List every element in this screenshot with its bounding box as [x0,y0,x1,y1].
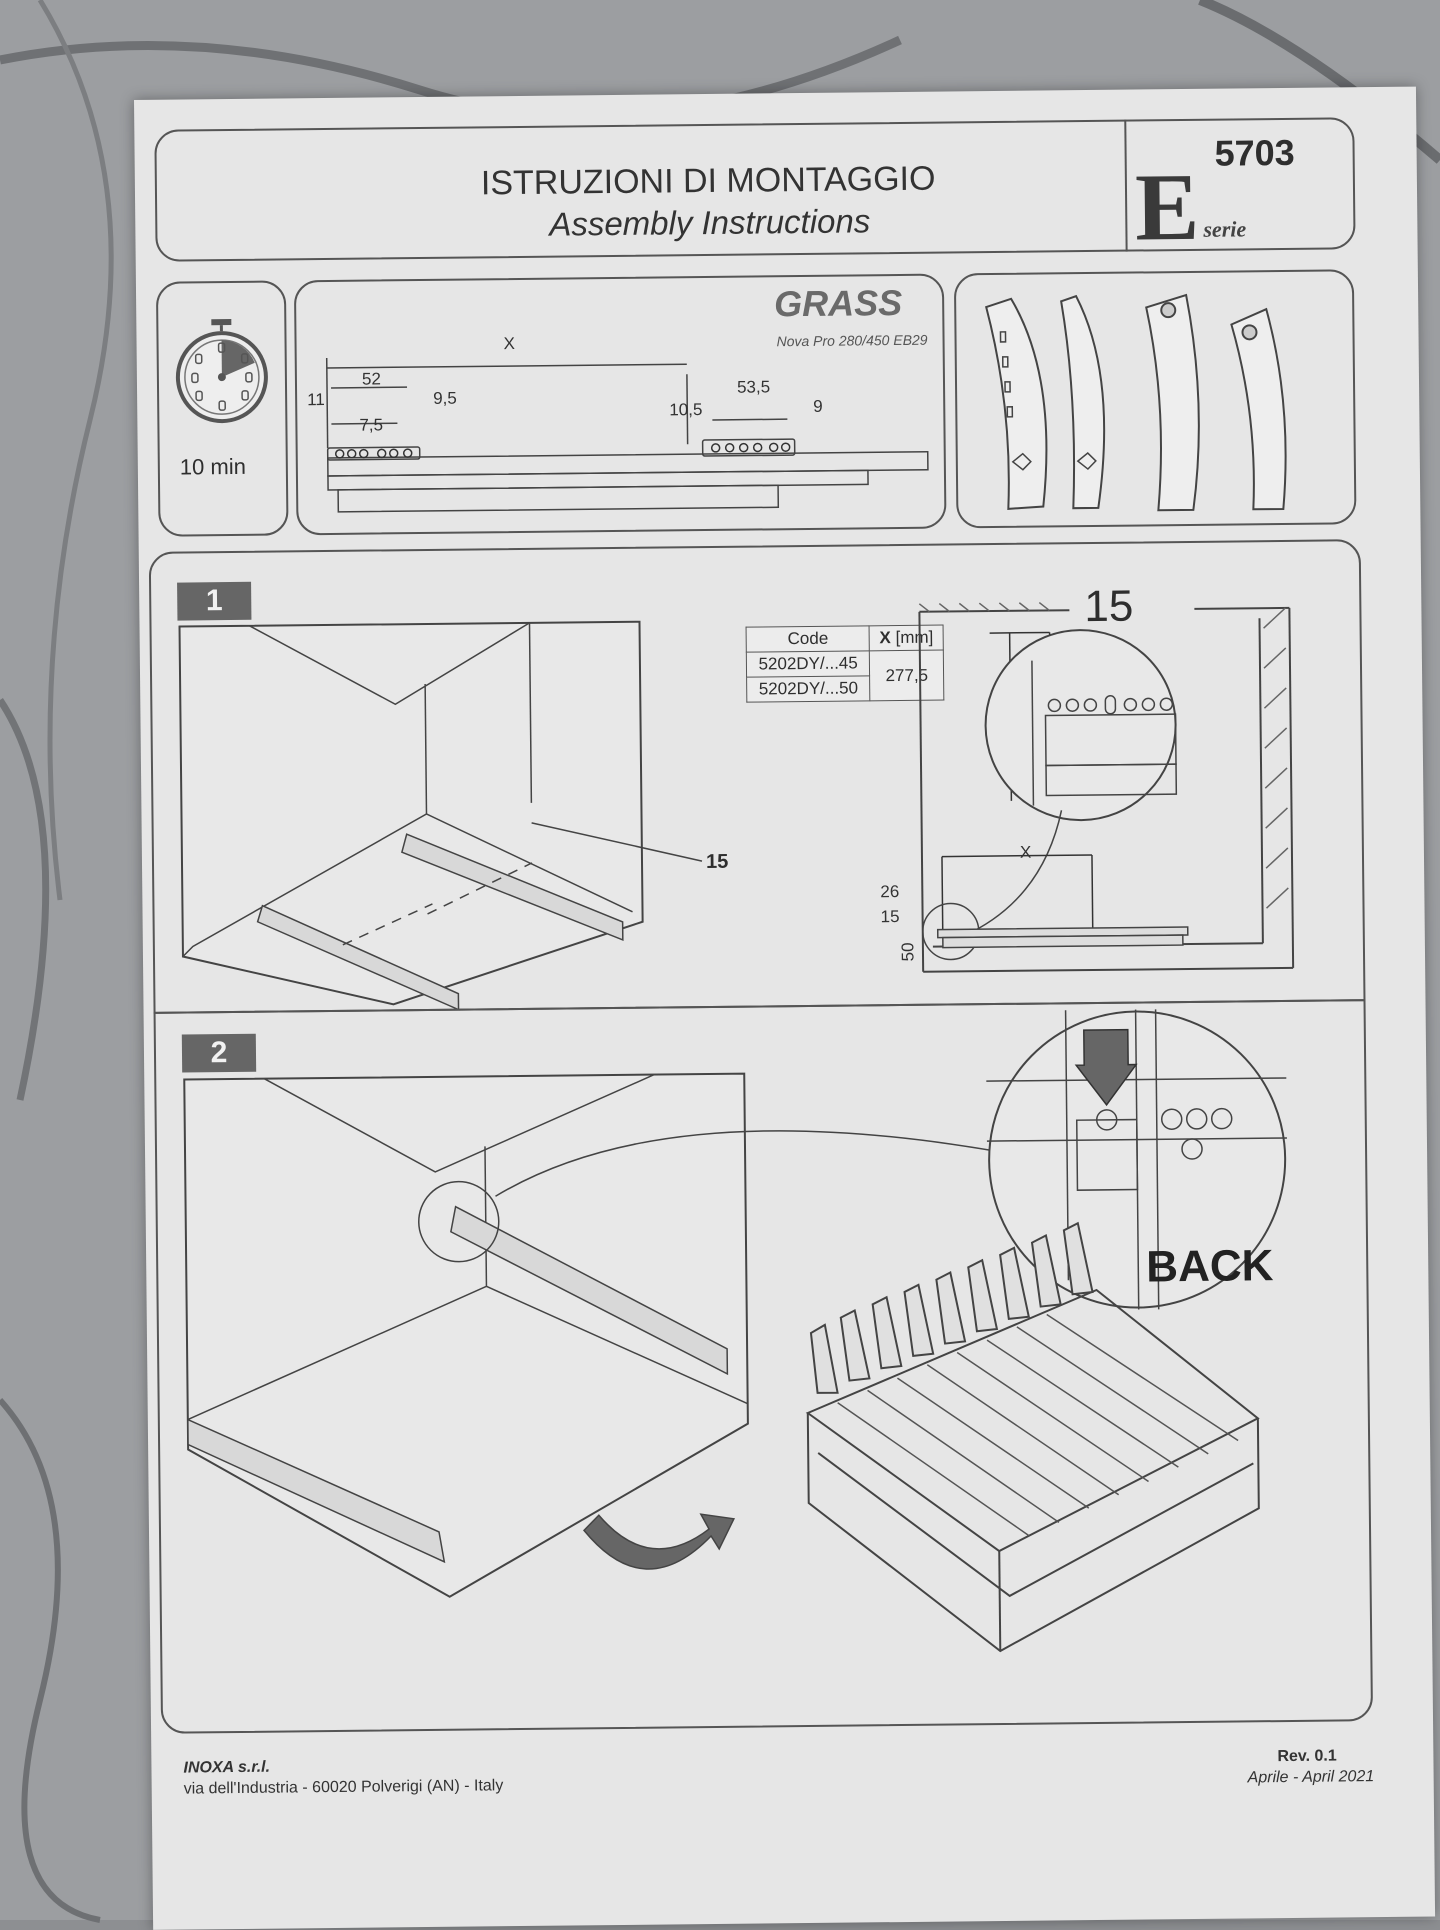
dim-9-5: 9,5 [433,389,457,409]
instruction-sheet: ISTRUZIONI DI MONTAGGIO Assembly Instruc… [134,87,1435,1930]
code-row-2: 5202DY/...50 [747,676,871,702]
dim-52: 52 [362,369,381,389]
step2-cabinet-drawing [184,1074,749,1600]
dim-10-5: 10,5 [669,400,702,420]
mounting-bracket-drawings [966,283,1348,517]
step1-cabinet-drawing [180,622,644,1007]
footer-company: INOXA s.r.l. [183,1759,270,1778]
dim-53-5: 53,5 [737,377,770,397]
dish-rack-basket-drawing [796,1248,1271,1693]
footer-revision: Rev. 0.1 [1277,1747,1336,1766]
detail-dim-26: 26 [880,882,899,902]
step2-badge: 2 [182,1034,256,1073]
code-table: Code X [mm] 5202DY/...45 277,5 5202DY/..… [746,625,945,703]
detail-dim-15: 15 [880,907,899,927]
brand-name: GRASS [774,282,902,325]
step1-offset-label: 15 [706,851,728,874]
product-code: 5703 [1214,132,1295,175]
dim-11: 11 [307,390,325,410]
series-logo-word: serie [1203,216,1246,242]
series-logo-letter: E [1135,151,1200,263]
timer-label: 10 min [180,454,246,481]
dim-7-5: 7,5 [359,415,383,435]
dim-x: X [503,334,515,354]
step1-badge: 1 [177,582,251,621]
code-row-1: 5202DY/...45 [746,651,870,677]
footer-date: Aprile - April 2021 [1248,1768,1375,1787]
step1-detail-drawing [919,608,1313,1002]
title-english: Assembly Instructions [549,202,870,243]
detail-x-label: X [1020,843,1032,863]
col-x-symbol: X [879,628,891,647]
stopwatch-icon [171,319,272,425]
col-code-header: Code [746,626,870,652]
title-italian: ISTRUZIONI DI MONTAGGIO [481,160,936,204]
footer-address: via dell'Industria - 60020 Polverigi (AN… [184,1777,504,1798]
slide-rail-drawing [327,342,929,528]
dim-9: 9 [813,397,823,417]
detail-dim-50: 50 [898,942,918,961]
detail-top-dim: 15 [1084,582,1133,633]
